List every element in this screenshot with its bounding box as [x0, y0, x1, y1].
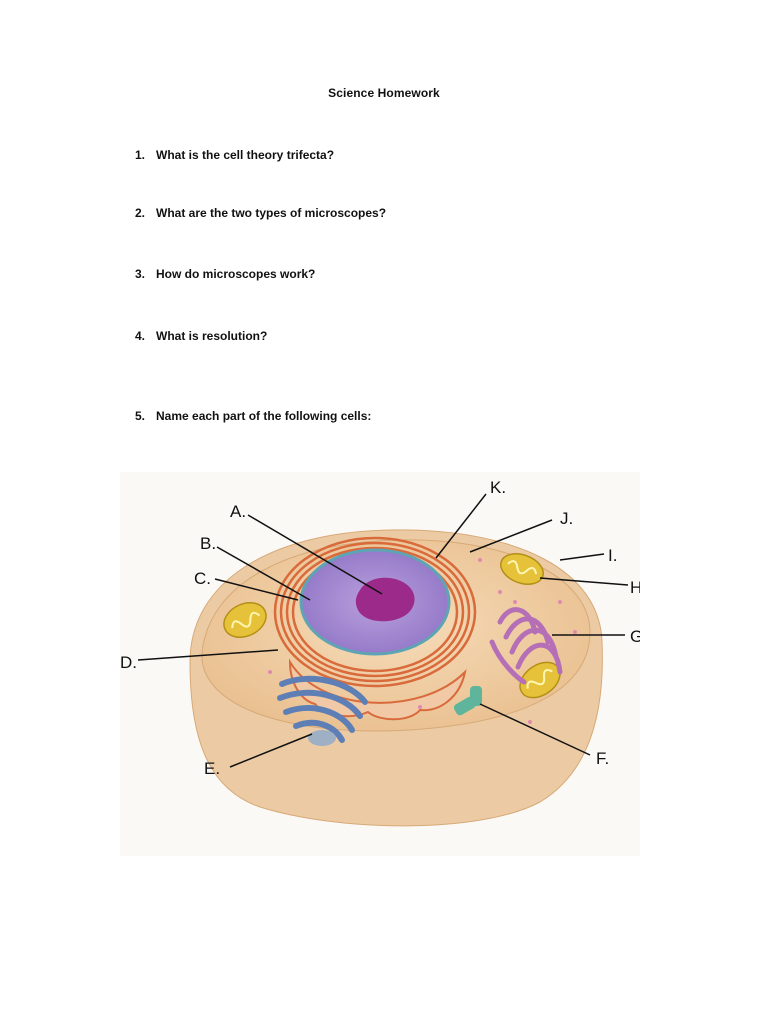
question-text: What is the cell theory trifecta?: [156, 148, 335, 162]
label-j: J.: [560, 509, 573, 528]
label-g: G.: [630, 627, 640, 646]
vesicle-e: [308, 730, 336, 746]
label-k: K.: [490, 478, 506, 497]
question-text: How do microscopes work?: [156, 267, 316, 281]
question-number: 1.: [134, 148, 145, 162]
question-text: What are the two types of microscopes?: [156, 206, 387, 220]
question-1: 1. What is the cell theory trifecta?: [131, 148, 334, 162]
label-c: C.: [194, 569, 211, 588]
label-d: D.: [120, 653, 137, 672]
label-f: F.: [596, 749, 609, 768]
ribosome-dots: [268, 558, 577, 724]
question-5: 5. Name each part of the following cells…: [131, 409, 371, 423]
label-e: E.: [204, 759, 220, 778]
golgi-apparatus-blue: [277, 675, 368, 743]
label-a: A.: [230, 502, 246, 521]
er-lobes: [288, 658, 467, 721]
mitochondrion-top-right: [500, 553, 544, 585]
label-i: I.: [608, 546, 617, 565]
centrioles: [453, 686, 482, 716]
animal-cell-illustration: A. B. C. D. E. F. G. H. I. J. K.: [120, 478, 640, 827]
question-3: 3. How do microscopes work?: [131, 267, 315, 281]
question-text: What is resolution?: [156, 329, 268, 343]
mitochondrion-left: [223, 602, 267, 638]
question-2: 2. What are the two types of microscopes…: [131, 206, 386, 220]
golgi-apparatus-purple: [489, 607, 563, 685]
mitochondrion-lower-right: [519, 661, 561, 699]
label-b: B.: [200, 534, 216, 553]
question-number: 4.: [134, 329, 145, 343]
question-number: 5.: [134, 409, 145, 423]
question-4: 4. What is resolution?: [131, 329, 267, 343]
cell-diagram: A. B. C. D. E. F. G. H. I. J. K.: [120, 472, 640, 856]
nucleolus: [355, 577, 415, 622]
question-text: Name each part of the following cells:: [156, 409, 372, 423]
label-h: H.: [630, 578, 640, 597]
page-title: Science Homework: [328, 86, 440, 100]
leader-lines: [137, 493, 629, 768]
question-number: 2.: [134, 206, 145, 220]
question-number: 3.: [134, 267, 145, 281]
